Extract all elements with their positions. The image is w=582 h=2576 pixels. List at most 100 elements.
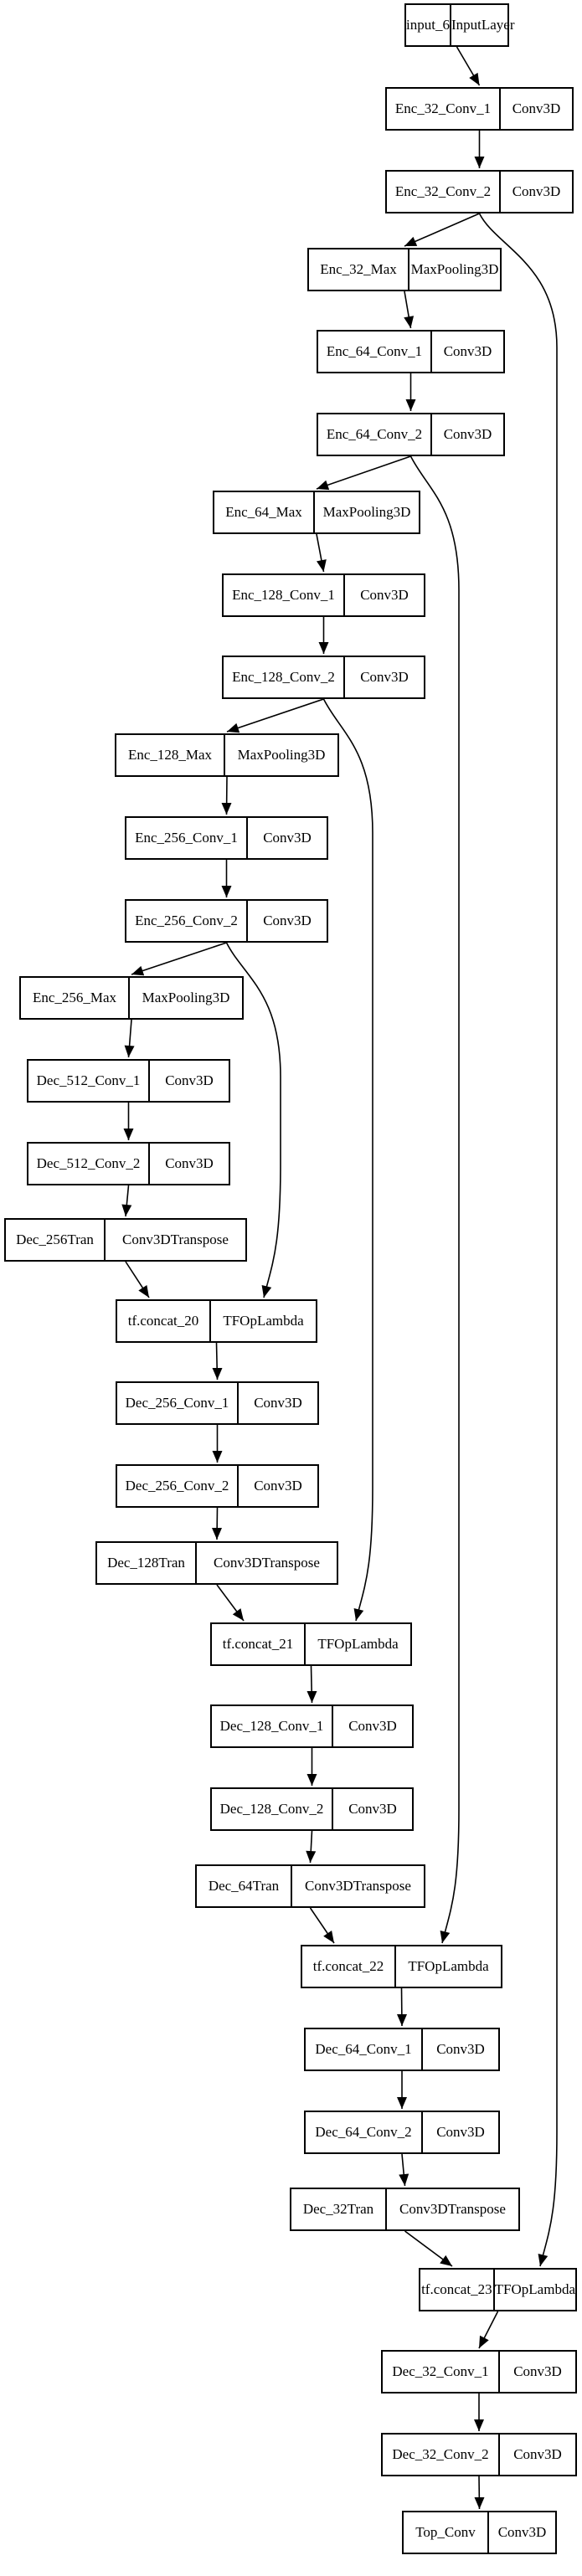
- layer-node-enc-256-conv-2[interactable]: Enc_256_Conv_2 Conv3D: [125, 899, 328, 943]
- edge-dec-64tran-to-tf-concat-22: [309, 1907, 335, 1944]
- layer-type: Conv3DTranspose: [399, 2201, 506, 2217]
- layer-name: Dec_64_Conv_2: [306, 2112, 423, 2152]
- layer-type: MaxPooling3D: [410, 261, 499, 277]
- layer-name: Enc_32_Conv_1: [387, 89, 501, 129]
- layer-type: Conv3D: [263, 830, 312, 846]
- edge-enc-256-max-to-dec-512-conv-1: [124, 1019, 135, 1058]
- layer-name: Dec_64_Conv_1: [306, 2029, 423, 2070]
- layer-node-dec-512-conv-1[interactable]: Dec_512_Conv_1 Conv3D: [27, 1059, 230, 1103]
- layer-name: tf.concat_23: [420, 2270, 495, 2310]
- edge-enc-32-conv-1-to-enc-32-conv-2: [474, 131, 485, 168]
- layer-name: Enc_256_Conv_1: [126, 818, 248, 858]
- layer-node-enc-64-conv-2[interactable]: Enc_64_Conv_2 Conv3D: [317, 413, 505, 456]
- edge-tf-concat-20-to-dec-256-conv-1: [212, 1342, 223, 1381]
- layer-type: Conv3D: [512, 183, 561, 199]
- edge-enc-256-conv-2-to-tf-concat-20: [225, 942, 281, 1298]
- edge-dec-512-conv-2-to-dec-256tran: [121, 1185, 132, 1217]
- edge-dec-256-conv-2-to-dec-128tran: [212, 1507, 222, 1540]
- layer-type: Conv3D: [513, 2446, 562, 2462]
- layer-node-enc-64-max[interactable]: Enc_64_Max MaxPooling3D: [213, 491, 420, 534]
- layer-node-enc-256-conv-1[interactable]: Enc_256_Conv_1 Conv3D: [125, 816, 328, 860]
- edge-enc-64-conv-2-to-enc-64-max: [316, 455, 411, 491]
- edge-enc-64-max-to-enc-128-conv-1: [316, 533, 327, 573]
- edge-dec-32-conv-1-to-dec-32-conv-2: [474, 2393, 484, 2431]
- layer-node-dec-256-conv-2[interactable]: Dec_256_Conv_2 Conv3D: [116, 1464, 319, 1508]
- layer-node-top-conv[interactable]: Top_Conv Conv3D: [402, 2511, 557, 2554]
- layer-name: Enc_256_Conv_2: [126, 901, 248, 941]
- layer-type: MaxPooling3D: [322, 504, 411, 520]
- layer-name: Dec_64Tran: [197, 1866, 292, 1906]
- edge-enc-128-conv-2-to-tf-concat-21: [322, 698, 373, 1622]
- layer-type: TFOpLambda: [317, 1636, 399, 1652]
- layer-type: Conv3D: [254, 1478, 302, 1494]
- edge-dec-64-conv-1-to-dec-64-conv-2: [397, 2071, 407, 2109]
- edge-dec-128tran-to-tf-concat-21: [216, 1584, 245, 1622]
- edge-input-6-to-enc-32-conv-1: [456, 46, 481, 86]
- edge-dec-32-conv-2-to-top-conv: [474, 2476, 485, 2510]
- layer-type: Conv3D: [443, 426, 492, 442]
- layer-node-dec-64-conv-2[interactable]: Dec_64_Conv_2 Conv3D: [304, 2111, 500, 2154]
- layer-name: Enc_128_Conv_1: [224, 575, 345, 615]
- edge-enc-128-max-to-enc-256-conv-1: [221, 776, 232, 815]
- layer-name: tf.concat_20: [117, 1301, 211, 1341]
- layer-name: Dec_512_Conv_1: [28, 1061, 150, 1101]
- layer-name: Enc_64_Conv_2: [318, 414, 432, 455]
- edge-enc-64-conv-1-to-enc-64-conv-2: [405, 373, 416, 411]
- edge-dec-64-conv-2-to-dec-32tran: [399, 2153, 409, 2187]
- layer-type: Conv3D: [263, 913, 312, 928]
- layer-name: Dec_256_Conv_2: [117, 1466, 239, 1506]
- layer-name: Enc_64_Max: [214, 492, 315, 532]
- layer-node-enc-32-conv-1[interactable]: Enc_32_Conv_1 Conv3D: [385, 87, 574, 131]
- layer-type: Conv3D: [497, 2524, 547, 2540]
- layer-name: Enc_128_Max: [116, 735, 225, 775]
- layer-name: Dec_256_Conv_1: [117, 1383, 239, 1423]
- layer-type: TFOpLambda: [494, 2281, 575, 2297]
- edge-dec-32tran-to-tf-concat-23: [404, 2230, 453, 2267]
- layer-node-dec-256-conv-1[interactable]: Dec_256_Conv_1 Conv3D: [116, 1381, 319, 1425]
- edge-tf-concat-22-to-dec-64-conv-1: [397, 1987, 407, 2027]
- layer-type: MaxPooling3D: [142, 990, 230, 1005]
- layer-name: Enc_32_Conv_2: [387, 172, 501, 212]
- layer-type: InputLayer: [451, 17, 515, 33]
- edge-tf-concat-21-to-dec-128-conv-1: [306, 1665, 317, 1704]
- layer-type: Conv3D: [512, 100, 561, 116]
- edge-enc-32-max-to-enc-64-conv-1: [404, 291, 415, 329]
- layer-name: Enc_256_Max: [21, 978, 130, 1018]
- layer-type: Conv3D: [165, 1072, 214, 1088]
- edge-dec-512-conv-1-to-dec-512-conv-2: [123, 1103, 134, 1140]
- layer-type: Conv3D: [254, 1395, 302, 1411]
- layer-type: Conv3D: [348, 1718, 397, 1734]
- layer-type: Conv3D: [513, 2363, 562, 2379]
- layer-name: input_6: [406, 5, 451, 45]
- layer-node-enc-32-conv-2[interactable]: Enc_32_Conv_2 Conv3D: [385, 170, 574, 213]
- edge-enc-32-conv-2-to-tf-concat-23: [478, 213, 558, 2267]
- layer-type: Conv3D: [165, 1155, 214, 1171]
- layer-node-enc-256-max[interactable]: Enc_256_Max MaxPooling3D: [19, 976, 244, 1020]
- layer-type: Conv3D: [436, 2124, 485, 2140]
- layer-name: Dec_512_Conv_2: [28, 1144, 150, 1184]
- layer-node-dec-512-conv-2[interactable]: Dec_512_Conv_2 Conv3D: [27, 1142, 230, 1185]
- edge-enc-64-conv-2-to-tf-concat-22: [409, 455, 460, 1944]
- edge-enc-32-conv-2-to-enc-32-max: [404, 213, 480, 247]
- layer-name: Top_Conv: [404, 2512, 489, 2553]
